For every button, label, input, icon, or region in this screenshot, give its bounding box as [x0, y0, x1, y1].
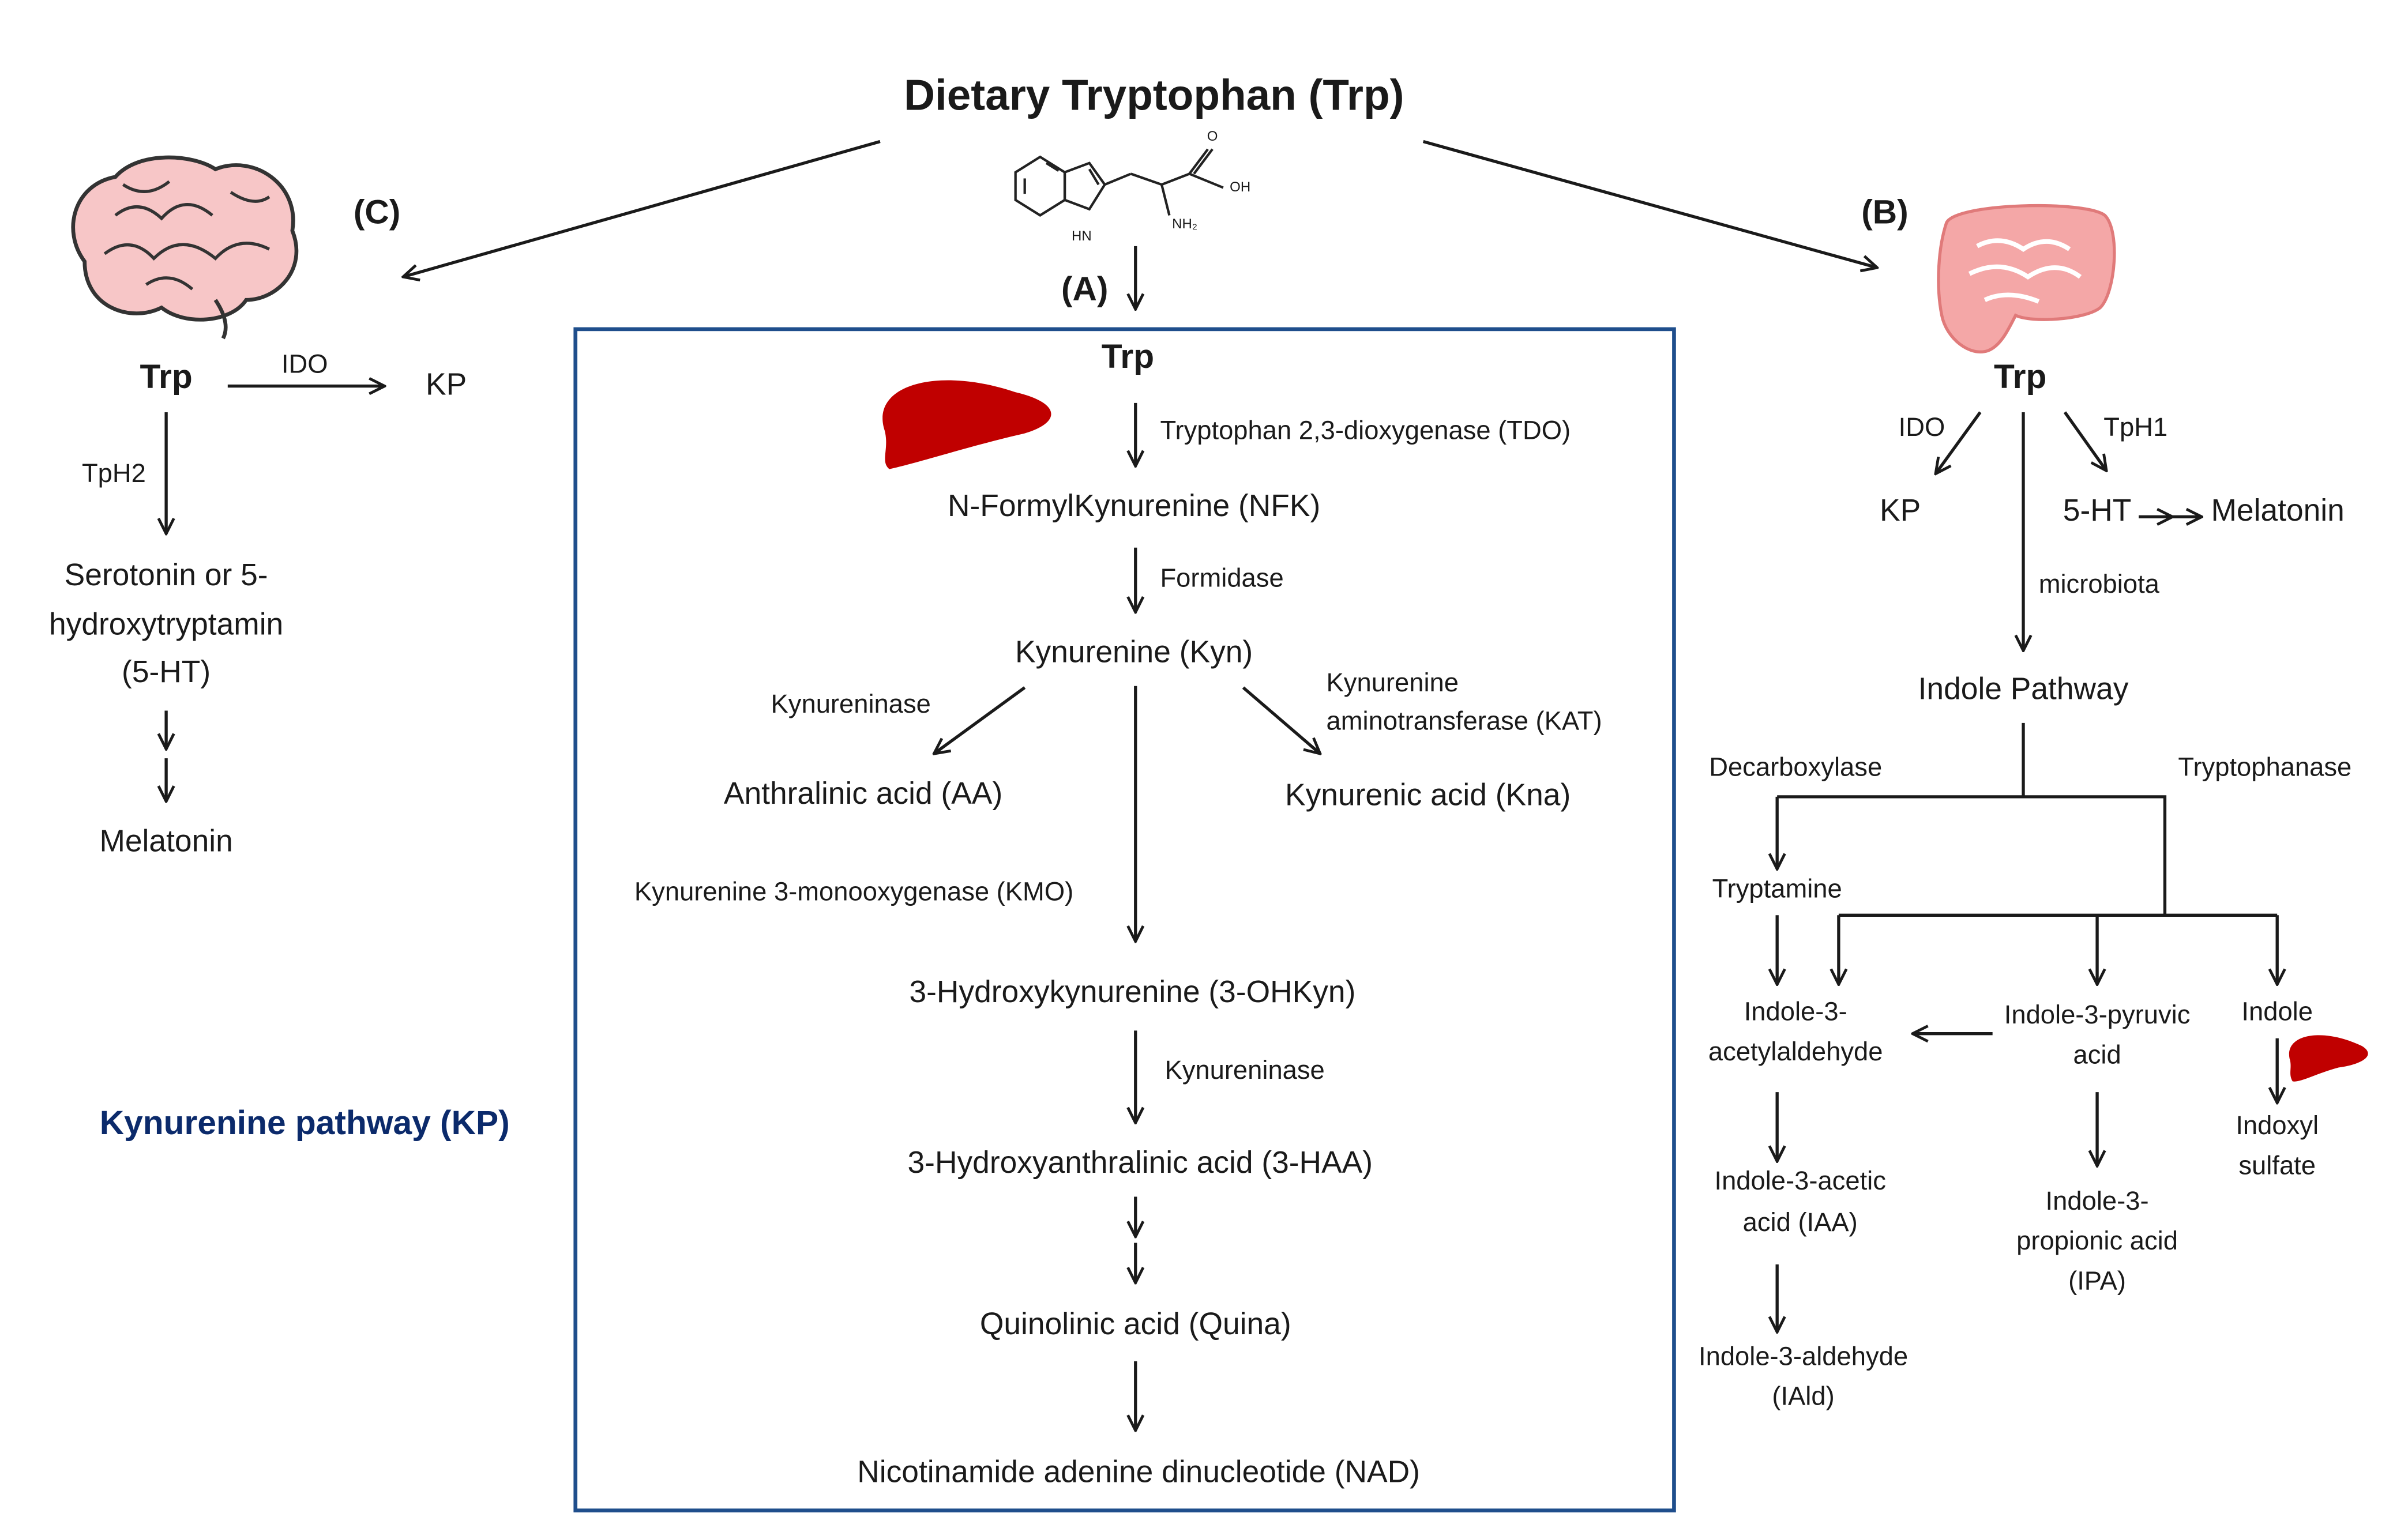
- right-5ht: 5-HT: [2063, 494, 2132, 529]
- metabolite-3haa: 3-Hydroxyanthralinic acid (3-HAA): [907, 1146, 1373, 1181]
- enzyme-tryptophanase: Tryptophanase: [2178, 752, 2352, 782]
- metabolite-kna: Kynurenic acid (Kna): [1284, 779, 1571, 813]
- enzyme-kmo: Kynurenine 3-monooxygenase (KMO): [634, 877, 1074, 907]
- indole-pathway: Indole Pathway: [1918, 673, 2129, 707]
- ia-line1: Indole-3-: [1744, 997, 1847, 1027]
- center-trp: Trp: [1101, 337, 1155, 376]
- indoxyl-line1: Indoxyl: [2236, 1111, 2319, 1140]
- branch-label-b: (B): [1861, 193, 1909, 231]
- liver-icon: [882, 380, 1051, 469]
- right-enzyme-tph1: TpH1: [2103, 412, 2168, 442]
- indoxyl-line2: sulfate: [2238, 1151, 2316, 1181]
- molecule-oh-label: OH: [1230, 179, 1251, 195]
- enzyme-formidase: Formidase: [1160, 563, 1284, 593]
- right-microbiota: microbiota: [2038, 570, 2159, 599]
- kynurenine-pathway-box: [573, 327, 1676, 1513]
- arrow-to-gut: [1422, 140, 1877, 268]
- left-enzyme-tph2: TpH2: [81, 458, 146, 488]
- arrow-kyn-to-kna: [1242, 686, 1320, 754]
- ia-line2: acetylaldehyde: [1708, 1037, 1883, 1067]
- kynurenine-pathway-label: Kynurenine pathway (KP): [99, 1103, 510, 1142]
- metabolite-indole: Indole: [2241, 997, 2313, 1027]
- ipa-line3: (IPA): [2068, 1266, 2127, 1296]
- enzyme-decarboxylase: Decarboxylase: [1709, 752, 1883, 782]
- iaa-line1: Indole-3-acetic: [1714, 1166, 1886, 1196]
- arrow-right-trp-to-5ht: [2063, 411, 2106, 470]
- enzyme-kynureninase-2: Kynureninase: [1164, 1056, 1325, 1085]
- diagram-title: Dietary Tryptophan (Trp): [904, 71, 1404, 119]
- liver-icon-small: [2289, 1035, 2368, 1082]
- serotonin-line3: (5-HT): [122, 656, 211, 690]
- arrow-right-trp-to-kp: [1936, 411, 1982, 474]
- arrow-to-brain: [403, 140, 881, 277]
- ipa-line1: Indole-3-: [2045, 1186, 2149, 1216]
- left-melatonin: Melatonin: [99, 825, 233, 859]
- metabolite-nfk: N-FormylKynurenine (NFK): [947, 490, 1321, 524]
- right-enzyme-ido: IDO: [1898, 412, 1945, 442]
- molecule-hn-label: HN: [1072, 228, 1092, 244]
- serotonin-line1: Serotonin or 5-: [64, 559, 268, 593]
- left-kp: KP: [426, 368, 467, 402]
- metabolite-tryptamine: Tryptamine: [1712, 874, 1842, 904]
- tryptophan-molecule-icon: [1014, 148, 1224, 217]
- ipa-line2: propionic acid: [2016, 1226, 2178, 1256]
- left-enzyme-ido: IDO: [281, 349, 328, 379]
- enzyme-kat-line1: Kynurenine: [1326, 668, 1459, 698]
- metabolite-kyn: Kynurenine (Kyn): [1015, 636, 1253, 670]
- serotonin-line2: hydroxytryptamin: [48, 608, 284, 642]
- branch-label-c: (C): [353, 193, 401, 231]
- metabolite-quina: Quinolinic acid (Quina): [979, 1308, 1291, 1342]
- metabolite-3ohkyn: 3-Hydroxykynurenine (3-OHKyn): [909, 976, 1356, 1010]
- enzyme-kat-line2: aminotransferase (KAT): [1326, 706, 1602, 736]
- molecule-nh2-label: NH₂: [1172, 216, 1198, 232]
- ipyr-line2: acid: [2073, 1040, 2121, 1070]
- branch-label-a: (A): [1061, 269, 1109, 308]
- left-trp: Trp: [140, 357, 193, 396]
- right-kp: KP: [1880, 494, 1921, 529]
- metabolite-aa: Anthralinic acid (AA): [723, 777, 1003, 812]
- indole-tree-connectors: [1777, 722, 2278, 917]
- arrow-kyn-to-aa: [934, 686, 1026, 754]
- brain-icon: [71, 155, 299, 340]
- metabolite-nad: Nicotinamide adenine dinucleotide (NAD): [857, 1455, 1420, 1490]
- iald-line2: (IAld): [1772, 1382, 1835, 1411]
- intestine-icon: [1937, 204, 2116, 353]
- molecule-o-label: O: [1207, 128, 1218, 144]
- ipyr-line1: Indole-3-pyruvic: [2004, 1000, 2191, 1030]
- right-trp: Trp: [1994, 357, 2047, 396]
- iaa-line2: acid (IAA): [1742, 1208, 1858, 1237]
- right-melatonin: Melatonin: [2211, 494, 2345, 529]
- iald-line1: Indole-3-aldehyde: [1698, 1342, 1909, 1371]
- enzyme-tdo: Tryptophan 2,3-dioxygenase (TDO): [1160, 416, 1571, 445]
- enzyme-kynureninase-left: Kynureninase: [771, 690, 931, 719]
